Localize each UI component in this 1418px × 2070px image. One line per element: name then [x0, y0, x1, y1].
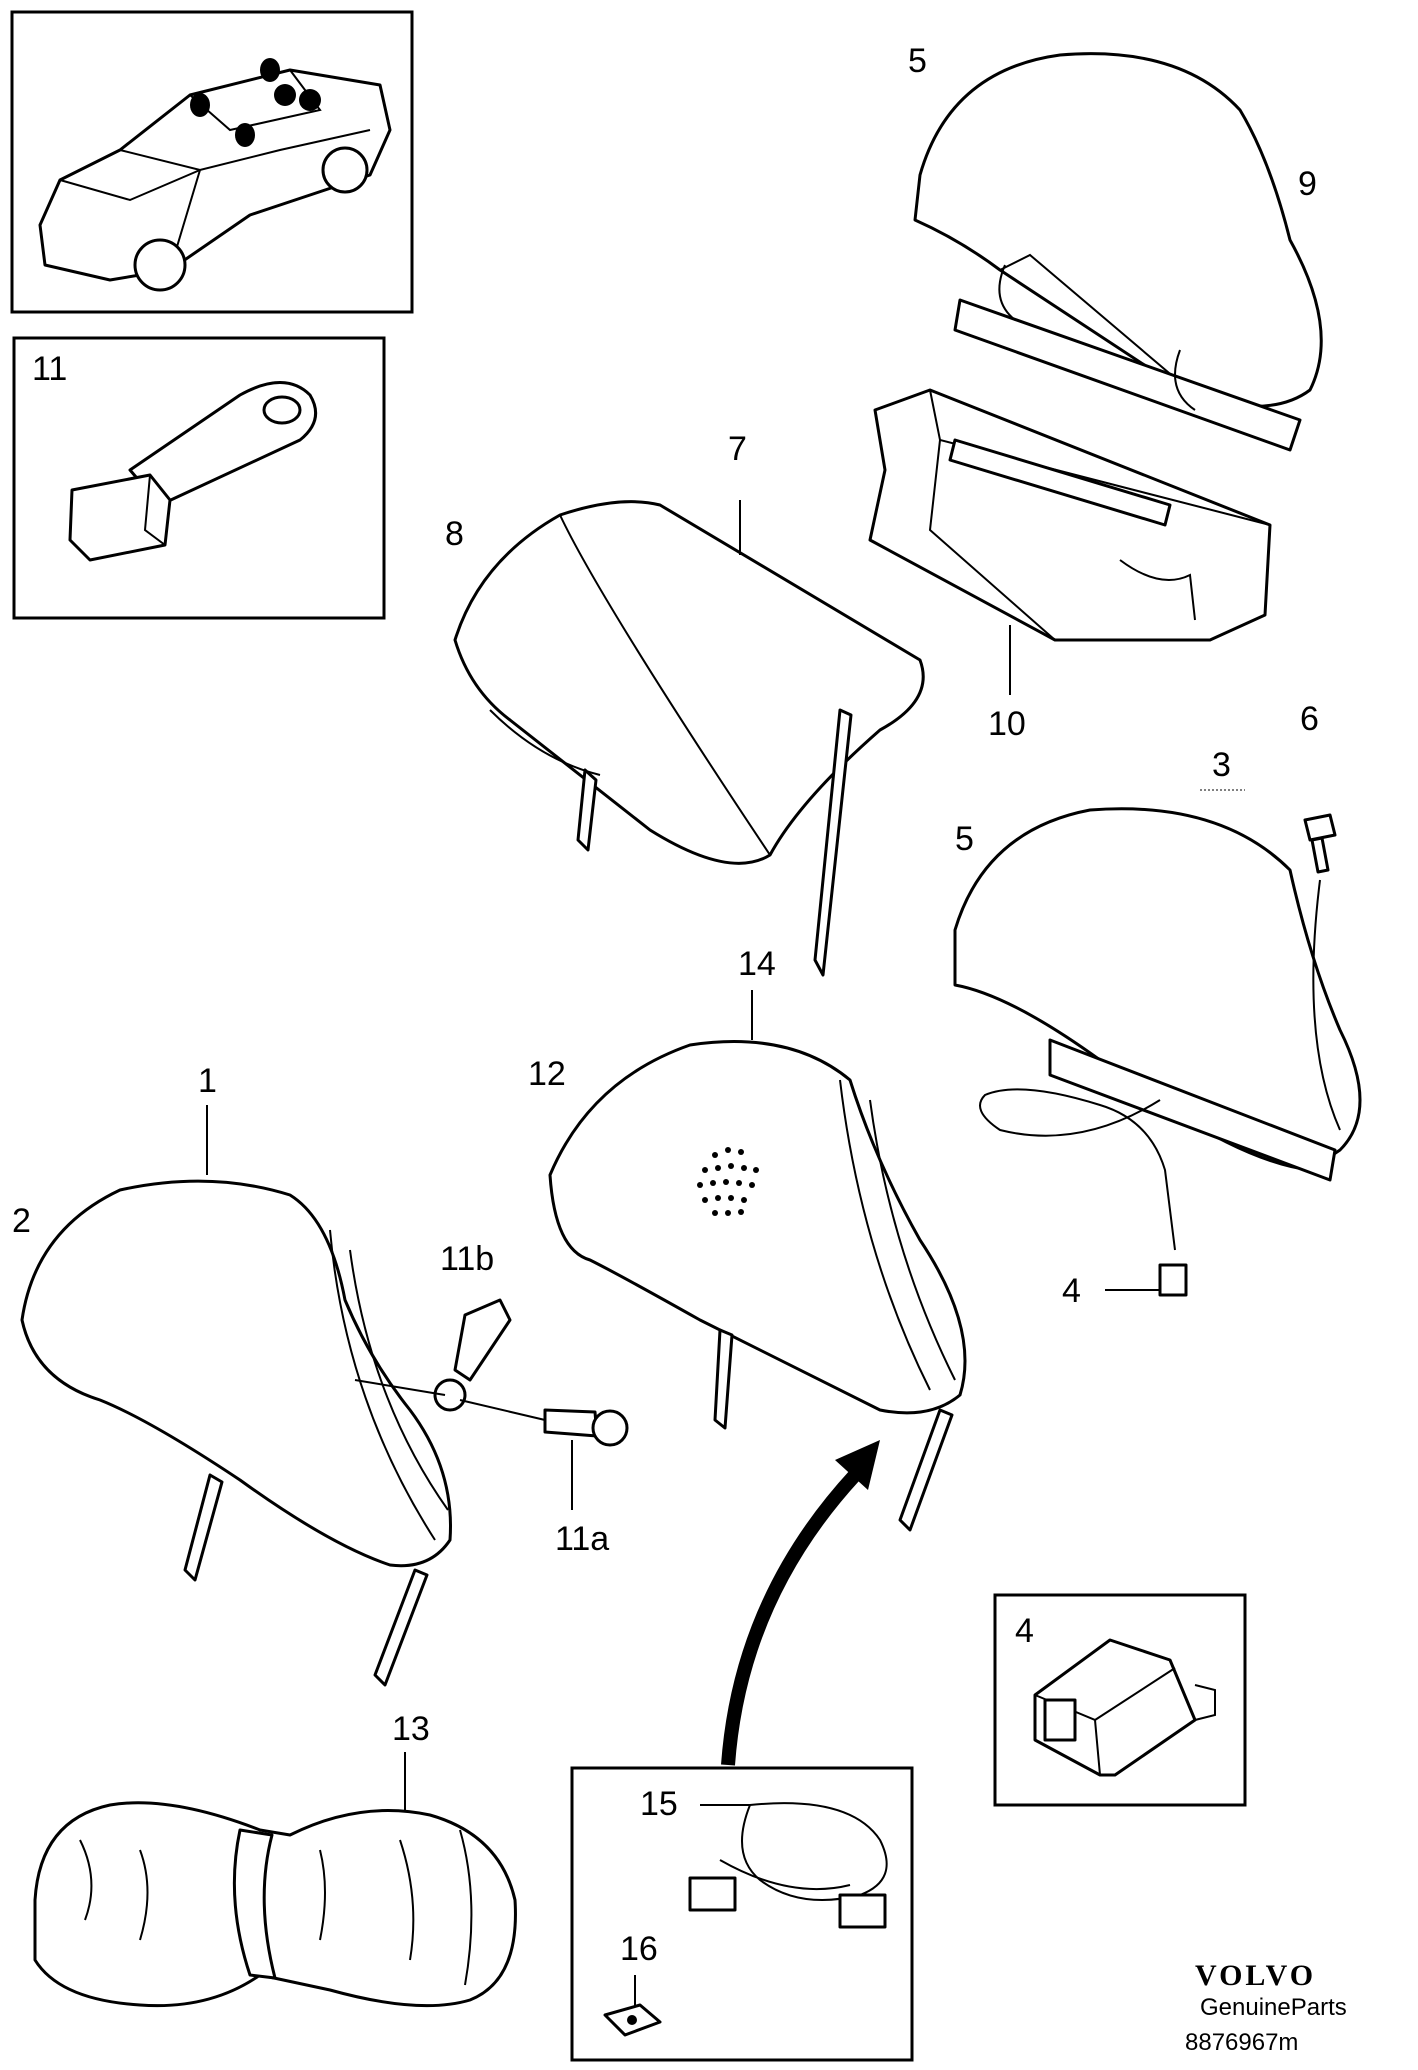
- part-11b-clip: [433, 1298, 512, 1412]
- callout-4-box: 4: [1015, 1612, 1034, 1650]
- part-4-panel: 4: [993, 1593, 1247, 1807]
- callout-10: 10: [988, 705, 1026, 743]
- part-16-nut: [603, 2003, 662, 2037]
- brand-tagline: GenuineParts: [1200, 1994, 1347, 2021]
- callout-3: 3: [1212, 746, 1231, 784]
- part-9-headrest: [913, 52, 1323, 452]
- part-1-headrest: [20, 1179, 452, 1687]
- callout-5-top: 5: [908, 42, 927, 80]
- part-3-headrest: [953, 807, 1362, 1251]
- part-15-cable: [688, 1802, 888, 1929]
- connector-icon: [1033, 1638, 1216, 1777]
- callout-11: 11: [32, 350, 67, 388]
- brand-logo: VOLVO: [1195, 1959, 1316, 1992]
- callout-7: 7: [728, 430, 747, 468]
- speaker-grille-icon: [697, 1147, 759, 1216]
- callout-9: 9: [1298, 165, 1317, 203]
- callout-8: 8: [445, 515, 464, 553]
- part-10-module: [868, 388, 1272, 642]
- callout-12: 12: [528, 1055, 566, 1093]
- part-7-headrest: [453, 500, 925, 977]
- car-overview-icon: [38, 58, 392, 292]
- diagram-reference: 8876967m: [1185, 2029, 1298, 2056]
- callout-14: 14: [738, 945, 776, 983]
- part-13-neck-roll: [33, 1801, 517, 2008]
- callout-2: 2: [12, 1202, 31, 1240]
- callout-1: 1: [198, 1062, 217, 1100]
- part-6-screw: [1303, 813, 1337, 874]
- callout-5-mid: 5: [955, 820, 974, 858]
- callout-11b: 11b: [440, 1240, 494, 1278]
- callout-13: 13: [392, 1710, 430, 1748]
- curved-arrow-icon: [721, 1440, 880, 1766]
- callout-15: 15: [640, 1785, 678, 1823]
- part-14-speaker-headrest: [548, 1040, 967, 1532]
- part-11a-pin: [543, 1408, 629, 1447]
- callout-6: 6: [1300, 700, 1319, 738]
- part-4-connector-small: [1158, 1263, 1188, 1297]
- part-11-tool-icon: [68, 381, 318, 562]
- car-overview-panel: [10, 10, 414, 314]
- callout-4-mid: 4: [1062, 1272, 1081, 1310]
- part-11-panel: 11: [12, 336, 386, 620]
- part-15-16-panel: 15 16: [570, 1766, 914, 2062]
- callout-11a: 11a: [555, 1520, 609, 1558]
- callout-16: 16: [620, 1930, 658, 1968]
